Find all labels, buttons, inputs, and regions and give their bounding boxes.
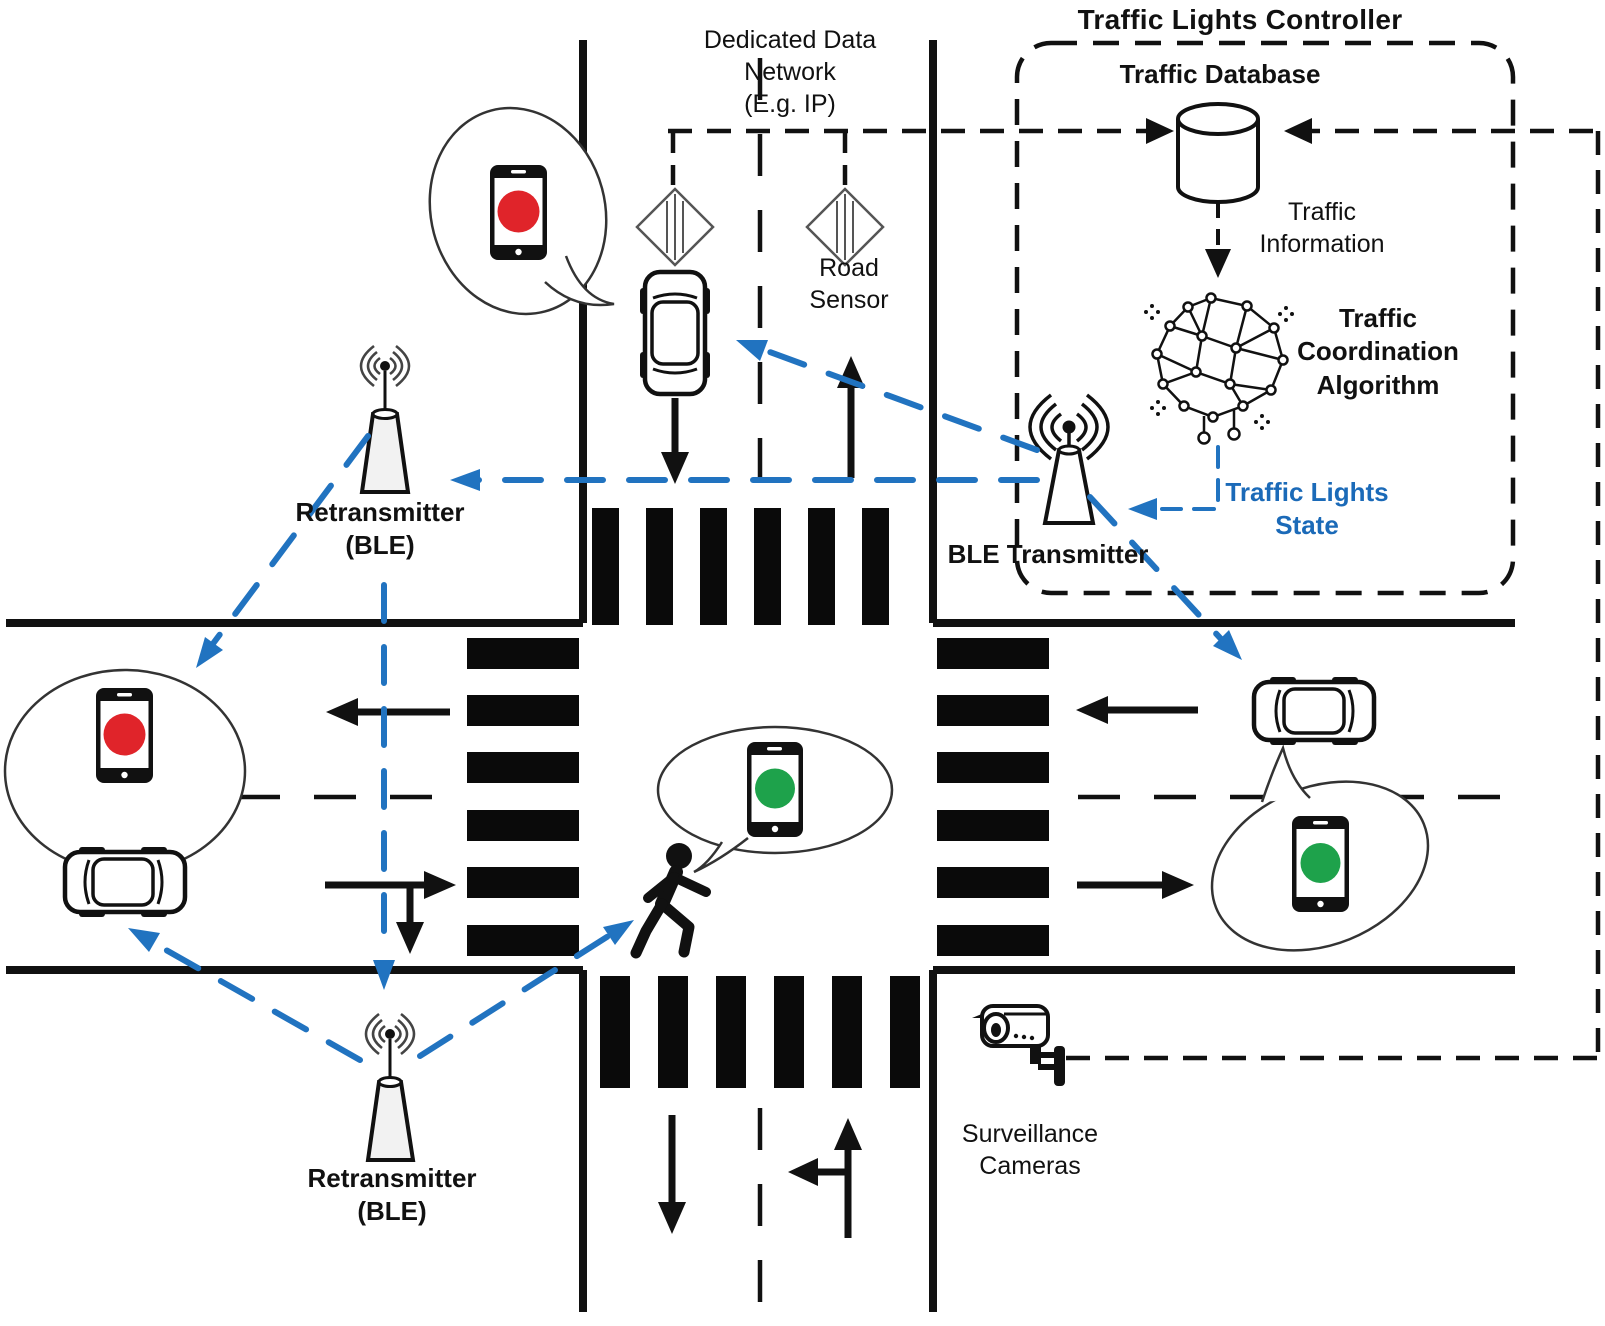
- retransmitter-bottom-label: Retransmitter (BLE): [307, 1163, 477, 1227]
- retransmitter-top-label: Retransmitter (BLE): [295, 497, 465, 561]
- retransmitter-bottom-icon: [364, 1012, 416, 1162]
- traffic-direction-arrows: [325, 356, 1198, 1238]
- ble-transmitter-icon: [1028, 393, 1110, 525]
- lane-centerlines: [10, 58, 1510, 1306]
- car-north: [640, 269, 710, 397]
- controller-box: [1014, 40, 1516, 596]
- algorithm-label: Traffic Coordination Algorithm: [1297, 303, 1459, 400]
- phone-light: [497, 190, 540, 233]
- phone-light: [755, 768, 795, 809]
- crosswalk-east: [937, 638, 1049, 956]
- speech-bubble-northwest: [428, 106, 615, 316]
- sparkles: [1144, 304, 1294, 430]
- smartphone-green-pedestrian: [747, 742, 803, 837]
- smartphone-green-east: [1292, 816, 1349, 912]
- database-icon: [1176, 102, 1260, 204]
- car-west: [62, 847, 188, 917]
- traffic-database-label: Traffic Database: [1119, 59, 1321, 89]
- ble-transmitter-label: BLE Transmitter: [947, 539, 1149, 569]
- speech-bubble-east: [1210, 744, 1430, 952]
- lights-state-label: Traffic Lights State: [1225, 477, 1389, 541]
- phone-light: [1300, 843, 1341, 883]
- wired-network-lines: [668, 128, 1601, 1061]
- road-sensor-icon: [635, 187, 885, 267]
- surveillance-camera-icon: [972, 1004, 1065, 1086]
- traffic-information-label: Traffic Information: [1259, 198, 1385, 258]
- ble-signal-lines: [149, 348, 1225, 1063]
- smartphone-red-northwest: [490, 165, 547, 260]
- traffic-information-arrow: [1205, 202, 1231, 278]
- crosswalk-north: [592, 508, 889, 625]
- dedicated-network-label: Dedicated Data Network (E.g. IP): [703, 26, 877, 118]
- algorithm-brain-icon: [1144, 292, 1294, 445]
- ble-signal-arrowheads: [128, 340, 1242, 990]
- pedestrian-icon: [630, 843, 711, 959]
- road-edges: [6, 40, 1515, 1312]
- car-east: [1251, 677, 1377, 745]
- speech-bubble-pedestrian: [656, 725, 894, 874]
- crosswalk-west: [467, 638, 579, 956]
- phone-light: [103, 713, 146, 756]
- crosswalk-south: [600, 976, 920, 1088]
- smartphone-red-west: [96, 688, 153, 783]
- wired-network-arrowheads: [1146, 118, 1312, 144]
- surveillance-label: Surveillance Cameras: [961, 1120, 1099, 1180]
- retransmitter-top-icon: [359, 344, 411, 494]
- controller-title: Traffic Lights Controller: [1077, 4, 1403, 35]
- road-sensor-label: Road Sensor: [809, 254, 889, 314]
